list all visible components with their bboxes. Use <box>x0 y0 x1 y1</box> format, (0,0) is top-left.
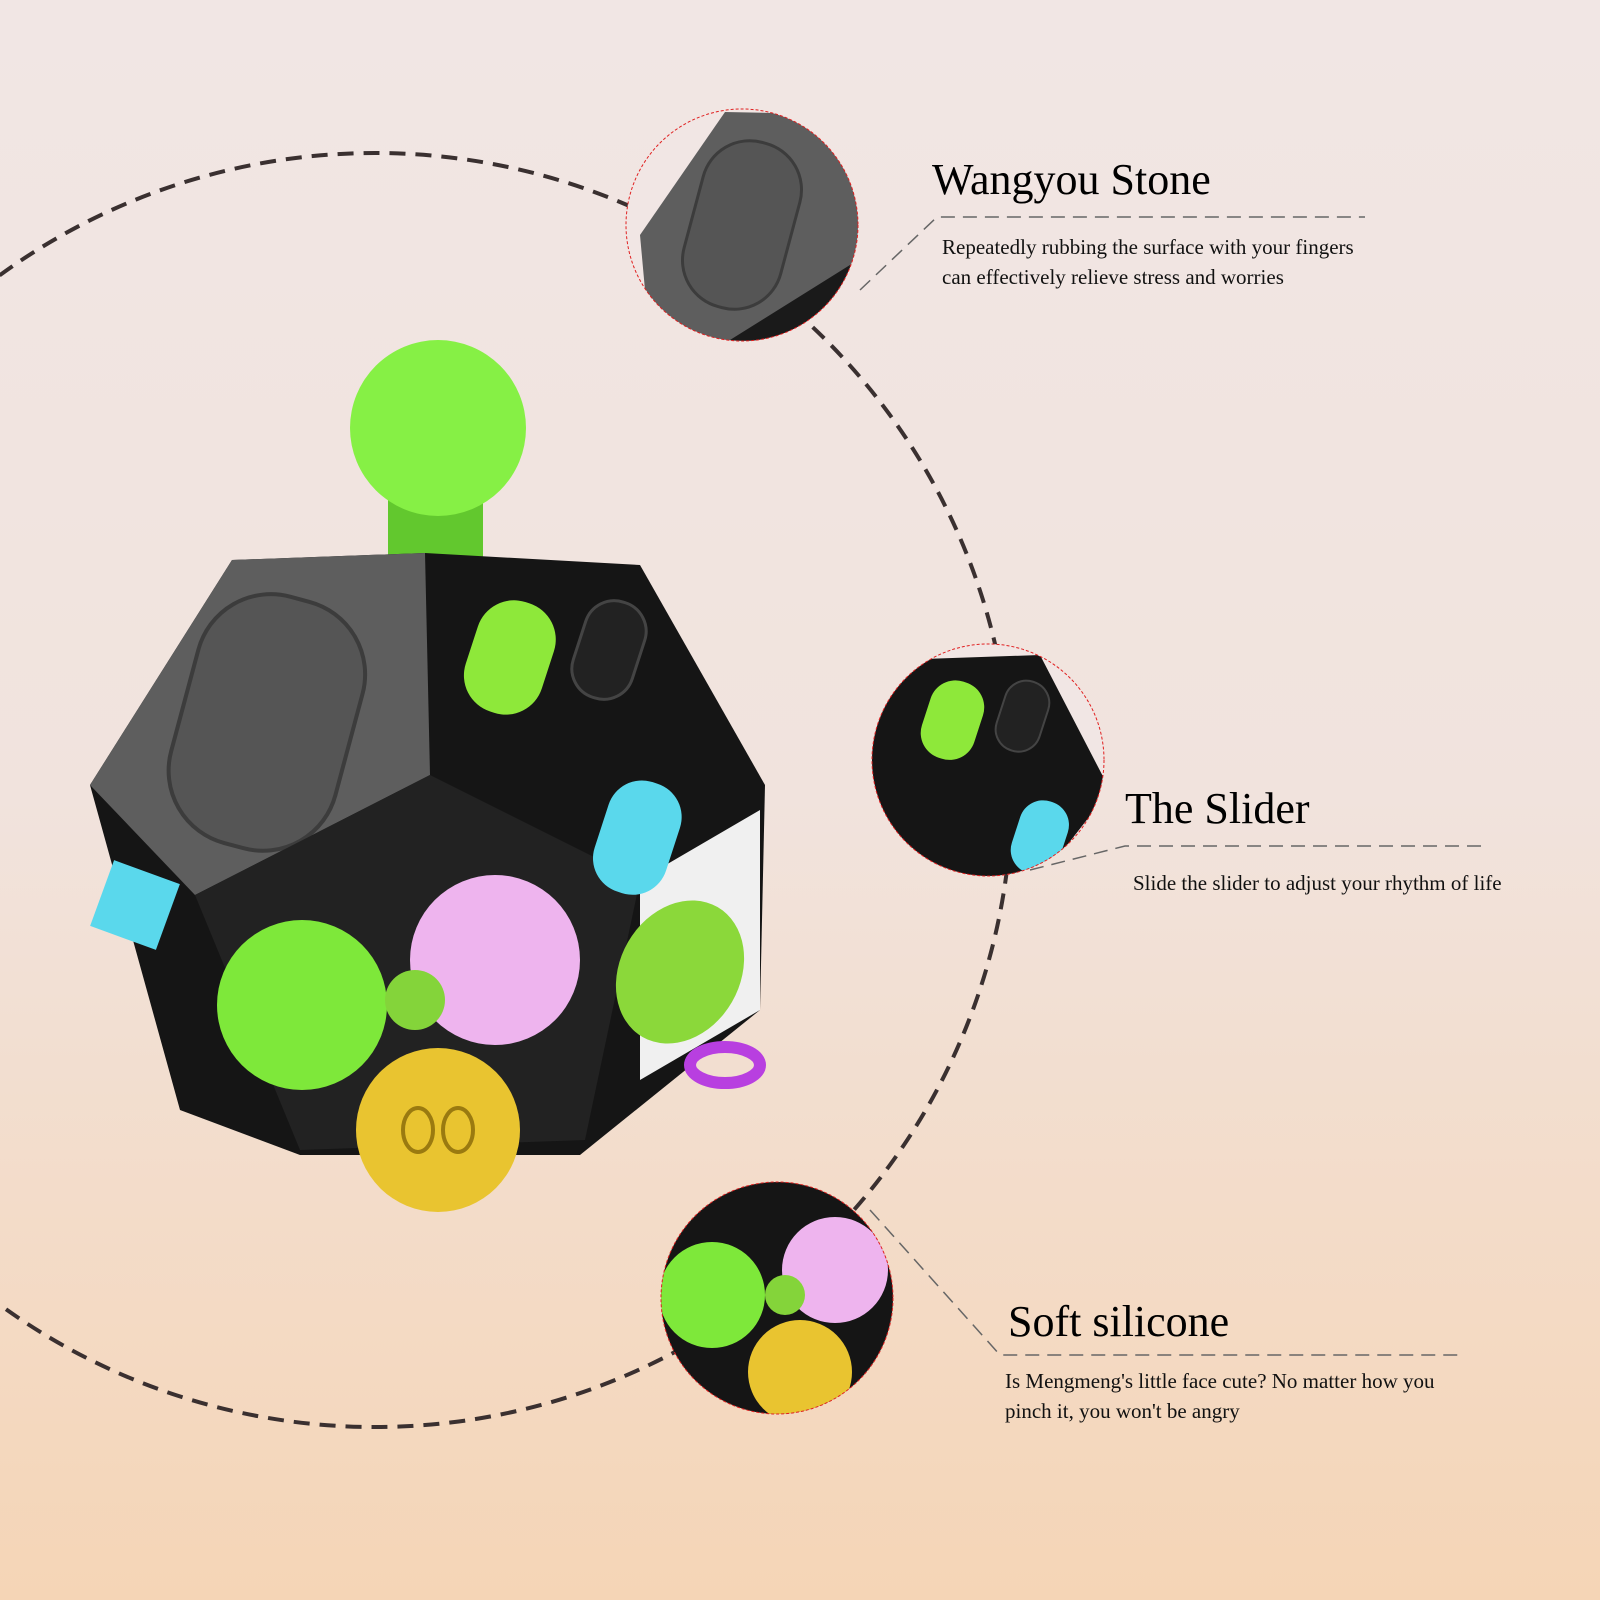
joystick-ball <box>350 340 526 516</box>
feature-description-slider: Slide the slider to adjust your rhythm o… <box>1133 868 1502 898</box>
description-line: Repeatedly rubbing the surface with your… <box>942 235 1354 259</box>
pink-face-ball <box>410 875 580 1045</box>
description-line: Slide the slider to adjust your rhythm o… <box>1133 871 1502 895</box>
description-line: can effectively relieve stress and worri… <box>942 265 1284 289</box>
feature-description-soft-silicone: Is Mengmeng's little face cute? No matte… <box>1005 1366 1435 1426</box>
leader-lines <box>859 216 1485 1356</box>
feature-title-soft-silicone: Soft silicone <box>1008 1297 1230 1346</box>
feature-title-slider: The Slider <box>1125 784 1310 833</box>
green-face-ball <box>217 920 387 1090</box>
callout-slider-zoom <box>872 644 1104 876</box>
description-line: pinch it, you won't be angry <box>1005 1399 1240 1423</box>
description-line: Is Mengmeng's little face cute? No matte… <box>1005 1369 1435 1393</box>
yellow-face-ball <box>356 1048 520 1212</box>
feature-title-wangyou-stone: Wangyou Stone <box>932 155 1211 204</box>
callout-stone-zoom <box>626 109 858 341</box>
fidget-cube <box>90 340 766 1212</box>
callout-silicone-zoom <box>661 1182 893 1414</box>
feature-description-wangyou-stone: Repeatedly rubbing the surface with your… <box>942 232 1354 292</box>
